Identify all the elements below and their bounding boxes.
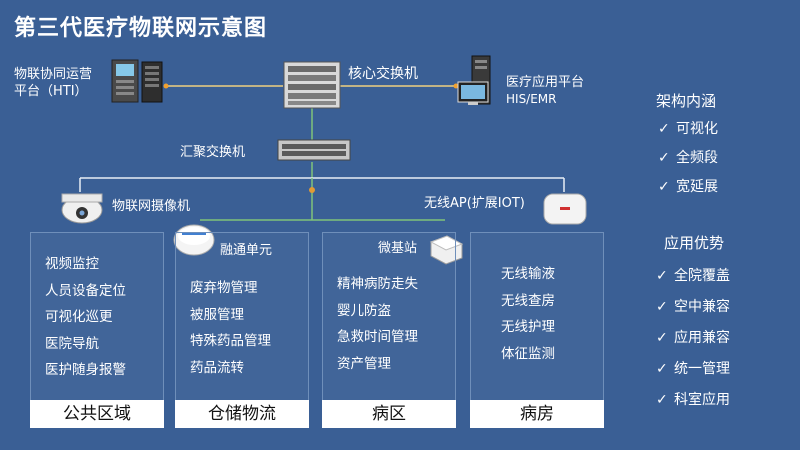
check-icon: ✓	[656, 268, 668, 284]
architecture-section: 架构内涵 ✓可视化 ✓全频段 ✓宽延展	[652, 90, 718, 202]
check-icon: ✓	[658, 150, 670, 166]
agg-switch-icon	[277, 139, 351, 161]
list-item: 资产管理	[337, 355, 391, 372]
fusion-unit-label: 融通单元	[220, 243, 273, 258]
check-icon: ✓	[656, 361, 668, 377]
advantages-heading: 应用优势	[664, 234, 725, 252]
list-item: 被服管理	[190, 306, 244, 323]
check-icon: ✓	[656, 330, 668, 346]
micro-base-station-label: 微基站	[378, 241, 418, 256]
panel-public-area: 视频监控 人员设备定位 可视化巡更 医院导航 医护随身报警	[30, 232, 164, 428]
check-icon: ✓	[656, 299, 668, 315]
app-platform-label: 医疗应用平台 HIS/EMR	[506, 74, 584, 108]
list-item: 人员设备定位	[45, 282, 126, 299]
page-title: 第三代医疗物联网示意图	[14, 16, 268, 41]
list-item: 医院导航	[45, 335, 99, 352]
hti-label: 物联协同运营 平台（HTI）	[14, 66, 92, 100]
ward-area-list: 精神病防走失 婴儿防盗 急救时间管理 资产管理	[337, 271, 418, 377]
advantages-list: ✓全院覆盖 ✓空中兼容 ✓应用兼容 ✓统一管理 ✓科室应用	[656, 261, 730, 416]
camera-label: 物联网摄像机	[112, 199, 191, 214]
app-platform-label-line1: 医疗应用平台	[506, 75, 585, 90]
app-connector-dot	[453, 83, 459, 89]
list-item: 无线护理	[501, 319, 555, 335]
list-item: 废弃物管理	[190, 280, 258, 296]
bus-connector-dot	[309, 187, 315, 193]
agg-switch-label: 汇聚交换机	[180, 145, 246, 160]
list-item: 婴儿防盗	[337, 302, 391, 319]
list-item: 医护随身报警	[45, 362, 126, 378]
list-item: 无线查房	[501, 292, 555, 309]
check-icon: ✓	[656, 392, 668, 408]
hti-connector-dot	[163, 83, 169, 89]
list-item: 视频监控	[45, 256, 99, 272]
list-item: ✓空中兼容	[656, 292, 730, 323]
list-item: ✓宽延展	[658, 173, 718, 202]
app-platform-label-line2: HIS/EMR	[506, 92, 557, 106]
list-item: ✓全院覆盖	[656, 261, 730, 292]
hti-label-line2: 平台（HTI）	[14, 84, 88, 99]
app-platform-icon	[457, 55, 491, 105]
hti-server-icon	[111, 59, 163, 103]
advantages-section: 应用优势 ✓全院覆盖 ✓空中兼容 ✓应用兼容 ✓统一管理 ✓科室应用	[656, 232, 730, 416]
core-switch-label: 核心交换机	[348, 66, 418, 82]
zone-label-storage: 仓储物流	[175, 400, 309, 428]
list-item: ✓应用兼容	[656, 323, 730, 354]
check-icon: ✓	[658, 179, 670, 195]
list-item: 特殊药品管理	[190, 333, 271, 349]
zone-label-room: 病房	[470, 400, 604, 428]
list-item: 体征监测	[501, 345, 555, 362]
core-switch-icon	[283, 61, 341, 109]
list-item: ✓统一管理	[656, 354, 730, 385]
list-item: 急救时间管理	[337, 329, 418, 345]
architecture-heading: 架构内涵	[656, 92, 717, 110]
list-item: 可视化巡更	[45, 309, 113, 325]
zone-label-ward: 病区	[322, 400, 456, 428]
list-item: ✓可视化	[658, 115, 718, 144]
list-item: ✓全频段	[658, 144, 718, 173]
connection-lines	[79, 83, 565, 221]
architecture-list: ✓可视化 ✓全频段 ✓宽延展	[658, 115, 718, 202]
list-item: 药品流转	[190, 359, 244, 376]
zone-label-public: 公共区域	[30, 400, 164, 428]
list-item: 无线输液	[501, 266, 555, 282]
hti-label-line1: 物联协同运营	[14, 67, 93, 82]
micro-base-station-icon	[429, 235, 464, 265]
camera-icon	[61, 193, 103, 224]
list-item: ✓科室应用	[656, 385, 730, 416]
storage-logistics-list: 废弃物管理 被服管理 特殊药品管理 药品流转	[190, 275, 271, 381]
panel-ward-area: 精神病防走失 婴儿防盗 急救时间管理 资产管理	[322, 232, 456, 428]
public-area-list: 视频监控 人员设备定位 可视化巡更 医院导航 医护随身报警	[45, 251, 126, 384]
check-icon: ✓	[658, 121, 670, 137]
panel-patient-room: 无线输液 无线查房 无线护理 体征监测	[470, 232, 604, 428]
panel-storage-logistics: 废弃物管理 被服管理 特殊药品管理 药品流转	[175, 232, 309, 428]
wireless-ap-label: 无线AP(扩展IOT)	[424, 196, 525, 211]
list-item: 精神病防走失	[337, 276, 418, 292]
patient-room-list: 无线输液 无线查房 无线护理 体征监测	[501, 261, 555, 367]
wireless-ap-icon	[543, 193, 587, 225]
